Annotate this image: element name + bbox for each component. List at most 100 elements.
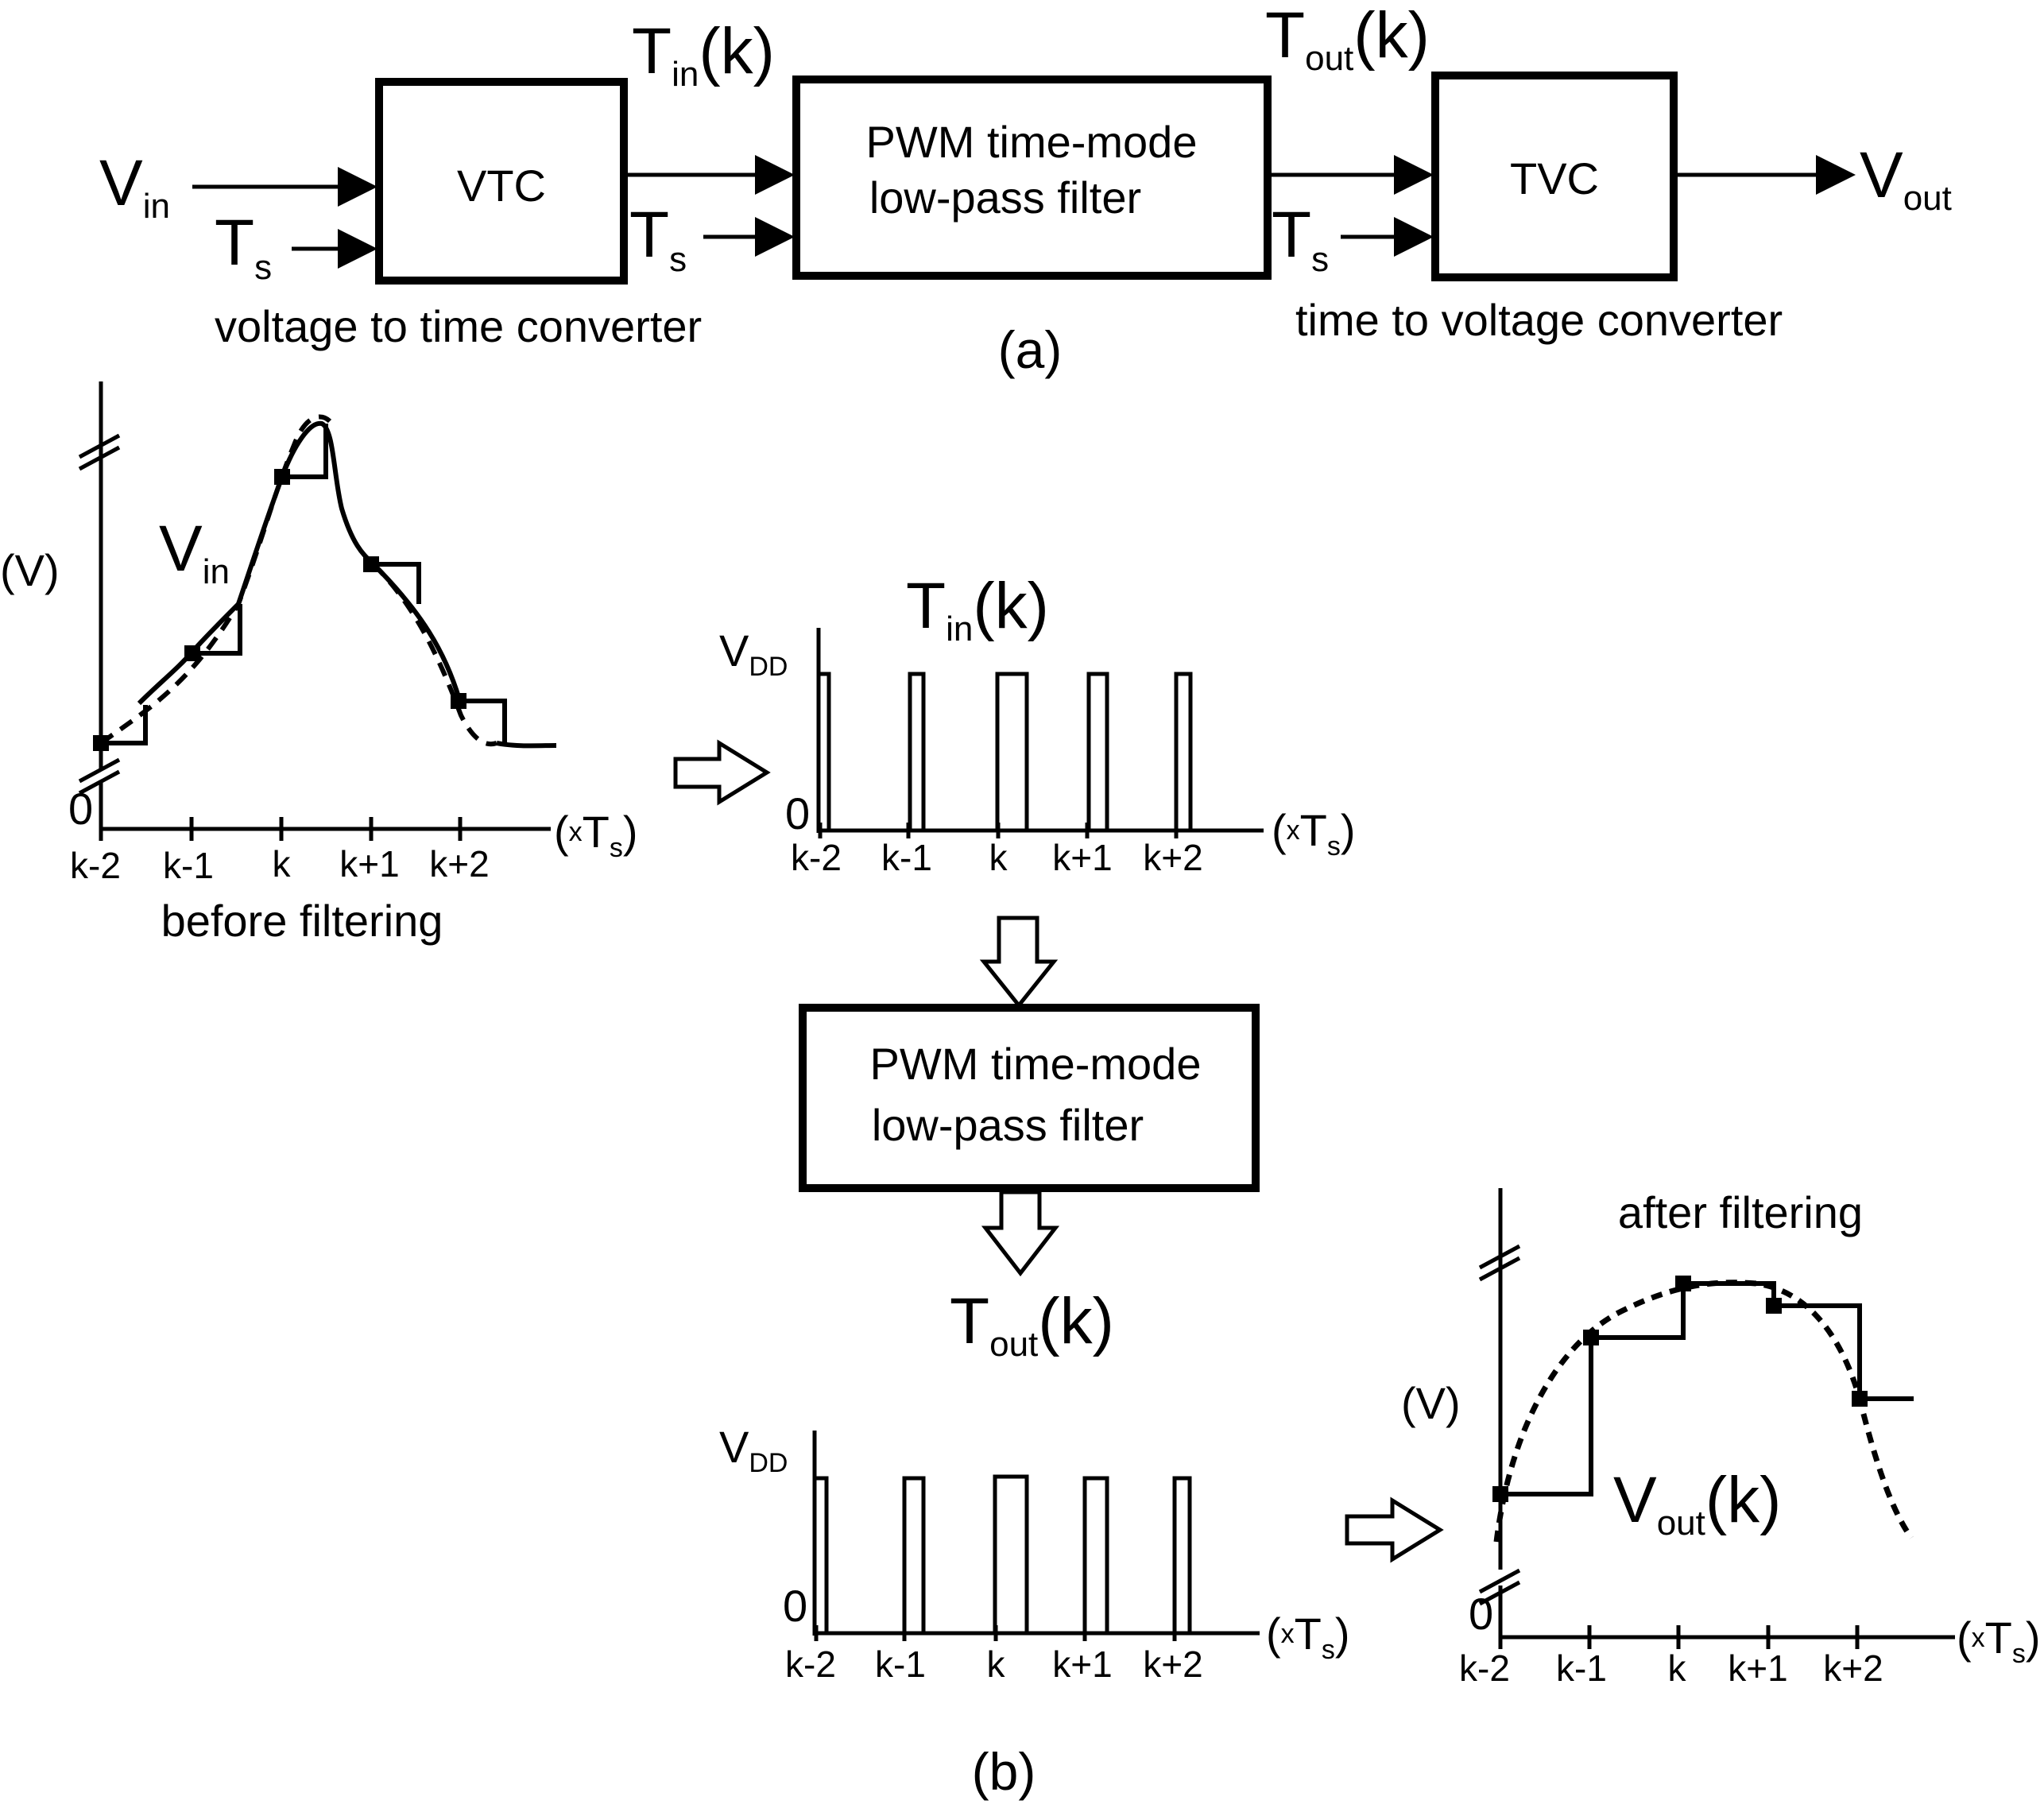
tout-pulse — [1082, 1476, 1109, 1633]
tvc-label: TVC — [1510, 153, 1599, 203]
after-filtering-plot: after filtering (V) 0 Vout(k) k-2 k-1 k … — [1401, 1187, 2041, 1689]
tin-tick-label: k-2 — [791, 837, 842, 878]
before-tick-label: k+2 — [429, 843, 489, 885]
before-axis-break-bottom2 — [78, 769, 121, 796]
before-sample-point — [363, 556, 379, 572]
hollow-arrow-right-2 — [1345, 1496, 1444, 1563]
after-ylabel: (V) — [1401, 1378, 1461, 1428]
tin-ticks — [818, 823, 1179, 838]
tout-tick-label: k+2 — [1143, 1644, 1202, 1685]
vin-label: Vin — [99, 147, 170, 226]
tin-vdd: VDD — [719, 625, 788, 682]
tout-pulse — [993, 1474, 1029, 1633]
tvc-block — [1431, 72, 1678, 281]
before-sample-point — [184, 645, 200, 661]
after-tick-label: k+1 — [1728, 1647, 1787, 1689]
after-sample-point — [1492, 1486, 1508, 1502]
after-staircase — [1500, 1281, 1914, 1496]
after-tick-label: k-1 — [1556, 1647, 1607, 1689]
after-tick-label: k-2 — [1459, 1647, 1510, 1689]
vtc-caption: voltage to time converter — [215, 301, 702, 351]
tin-xunit: (xTs) — [1272, 805, 1356, 861]
tin-pulse — [995, 672, 1029, 830]
tout-tick-label: k — [987, 1644, 1006, 1685]
before-zero: 0 — [68, 784, 93, 834]
after-axis-break-bottom2 — [1478, 1580, 1521, 1606]
before-tick-label: k-2 — [70, 845, 121, 886]
ts-label-tvc: Ts — [1272, 199, 1329, 279]
after-sample-point — [1852, 1391, 1868, 1407]
hollow-arrow-down-2 — [981, 1190, 1060, 1277]
tin-pulse — [1174, 672, 1193, 830]
before-tick-label: k-1 — [163, 845, 214, 886]
before-filtering-plot: (V) 0 Vin k-2 k-1 k k+1 k+2 (xTs) before… — [0, 381, 638, 946]
before-axis-break-top — [78, 433, 121, 459]
after-zero: 0 — [1469, 1589, 1493, 1639]
tout-tick-label: k-2 — [785, 1644, 836, 1685]
before-ticks — [99, 817, 463, 841]
tout-zero: 0 — [783, 1581, 807, 1631]
tout-vdd: VDD — [719, 1422, 788, 1478]
block-diagram: VTC PWM time-mode low-pass filter TVC Vi… — [99, 0, 1952, 379]
before-vin-label: Vin — [159, 513, 230, 591]
tin-pulse-plot: Tin(k) VDD 0 k-2 k-1 k k+1 k+2 (xTs) — [719, 570, 1356, 878]
tout-pulse-plot: VDD 0 k-2 k-1 k k+1 k+2 (xTs) — [719, 1422, 1350, 1685]
filter-b-line1: PWM time-mode — [870, 1039, 1202, 1089]
after-caption: after filtering — [1618, 1187, 1863, 1237]
before-sample-point — [93, 735, 109, 751]
filter-a-line1: PWM time-mode — [866, 117, 1198, 167]
after-tick-label: k — [1668, 1647, 1687, 1689]
after-axis-break-bottom — [1478, 1568, 1521, 1594]
before-axis-break-top2 — [78, 445, 121, 471]
hollow-arrow-right-1 — [673, 739, 771, 806]
tin-pulse — [1086, 672, 1109, 830]
part-b-label: (b) — [972, 1742, 1036, 1801]
tin-tick-label: k+2 — [1143, 837, 1202, 878]
after-xunit: (xTs) — [1957, 1613, 2041, 1669]
before-tick-label: k+1 — [339, 843, 399, 885]
after-sample-point — [1766, 1298, 1782, 1314]
tin-title: Tin(k) — [906, 570, 1049, 649]
tout-pulse — [812, 1476, 829, 1633]
tvc-caption: time to voltage converter — [1295, 295, 1783, 345]
after-sample-point — [1675, 1276, 1691, 1291]
tout-pulse — [1172, 1476, 1192, 1633]
tin-tick-label: k — [989, 837, 1008, 878]
before-axis-break-bottom — [78, 757, 121, 784]
filter-block-a — [792, 76, 1272, 280]
tin-tick-label: k+1 — [1052, 837, 1112, 878]
part-a-label: (a) — [998, 320, 1063, 379]
tout-pulse — [902, 1476, 926, 1633]
tout-tick-label: k+1 — [1052, 1644, 1112, 1685]
tin-pulse — [816, 672, 831, 830]
before-caption: before filtering — [161, 896, 443, 946]
vtc-label: VTC — [457, 161, 546, 211]
tout-xunit: (xTs) — [1266, 1609, 1350, 1665]
ts-label-filter: Ts — [629, 199, 687, 279]
tin-zero: 0 — [785, 788, 810, 838]
before-ylabel: (V) — [0, 545, 60, 595]
after-vout-label: Vout(k) — [1613, 1464, 1782, 1543]
vout-label: Vout — [1860, 139, 1952, 218]
tout-label-b: Tout(k) — [950, 1285, 1114, 1364]
ts-label-vtc: Ts — [215, 207, 272, 287]
hollow-arrow-down-1 — [979, 916, 1059, 1009]
tout-ticks — [814, 1625, 1177, 1641]
filter-a-line2: low-pass filter — [869, 172, 1141, 223]
tin-label-a: Tin(k) — [632, 15, 775, 94]
after-axis-break-top2 — [1478, 1256, 1521, 1282]
after-axis-break-top — [1478, 1244, 1521, 1270]
filter-b-line2: low-pass filter — [872, 1100, 1144, 1150]
before-dashed-curve-2 — [371, 562, 497, 747]
before-staircase — [101, 424, 507, 745]
after-tick-label: k+2 — [1823, 1647, 1883, 1689]
before-sample-point — [274, 469, 290, 485]
after-ticks — [1498, 1625, 1860, 1649]
tout-label-a: Tout(k) — [1265, 0, 1430, 78]
tin-tick-label: k-1 — [881, 837, 932, 878]
vtc-block — [375, 78, 628, 285]
before-tick-label: k — [273, 843, 292, 885]
tout-tick-label: k-1 — [875, 1644, 926, 1685]
tin-pulse — [908, 672, 926, 830]
